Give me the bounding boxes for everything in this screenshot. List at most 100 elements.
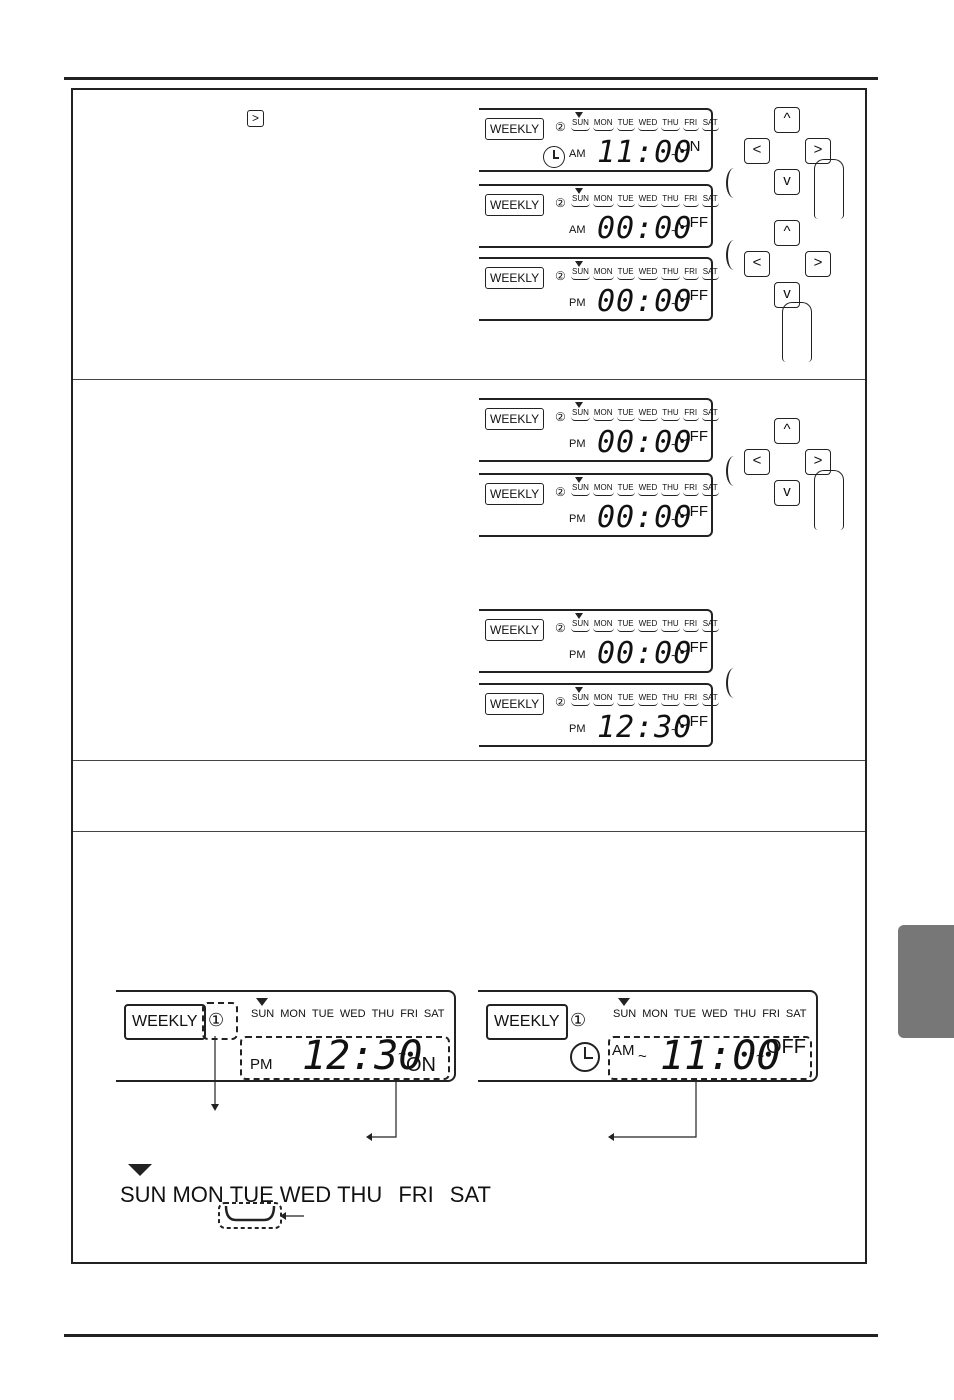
day-label: MON <box>592 693 614 706</box>
weekly-label: WEEKLY <box>485 267 545 289</box>
ampm-label: PM <box>250 1056 273 1073</box>
day-indicator-icon <box>575 477 583 483</box>
program-number: ② <box>555 621 566 635</box>
on-off-label: ON <box>678 138 701 155</box>
day-label: TUE <box>616 693 635 706</box>
clock-icon <box>570 1042 600 1072</box>
day-label: MON <box>592 483 614 496</box>
day-label: FRI <box>682 693 699 706</box>
ampm-label: PM <box>569 513 586 525</box>
time-display: 11:00 <box>597 135 693 170</box>
step-separator <box>73 379 865 380</box>
day-label: MON <box>642 1008 668 1020</box>
day-label: THU <box>733 1008 757 1020</box>
next-step-arrow-icon <box>726 168 742 198</box>
day-indicator-icon <box>256 998 268 1006</box>
program-number: ② <box>555 485 566 499</box>
ampm-label: AM <box>569 148 586 160</box>
program-number: ② <box>555 695 566 709</box>
weekly-label: WEEKLY <box>486 1004 568 1040</box>
day-label: TUE <box>311 1008 334 1020</box>
program-number: ② <box>555 120 566 134</box>
day-indicator-icon <box>575 402 583 408</box>
time-display: 00:00 <box>597 284 693 319</box>
day-indicator-icon <box>575 188 583 194</box>
day-label: FRI <box>398 1182 434 1207</box>
tilde: ~ <box>671 649 679 663</box>
day-label: FRI <box>682 118 699 131</box>
on-off-label: OFF <box>678 428 708 445</box>
day-label: TUE <box>616 483 635 496</box>
up-key-button[interactable]: ^ <box>774 418 800 444</box>
day-label: MON <box>592 619 614 632</box>
number-highlight <box>202 1002 238 1040</box>
day-label: SAT <box>785 1008 807 1020</box>
left-key-button[interactable]: < <box>744 449 770 475</box>
next-step-arrow-icon <box>726 456 742 486</box>
day-label: MON <box>280 1008 306 1020</box>
program-number: ① <box>208 1010 225 1030</box>
day-label: WED <box>637 267 659 280</box>
day-label: FRI <box>682 194 699 207</box>
program-number: ② <box>555 269 566 283</box>
ampm-label: PM <box>569 649 586 661</box>
up-key-button[interactable]: ^ <box>774 220 800 246</box>
day-label: WED <box>637 483 659 496</box>
down-key-button[interactable]: v <box>774 169 800 195</box>
on-off-label: OFF <box>766 1036 806 1058</box>
program-number: ① <box>570 1010 587 1030</box>
day-label: SUN <box>571 619 590 632</box>
weekly-label: WEEKLY <box>485 619 545 641</box>
day-label: WED <box>339 1008 366 1020</box>
day-label: TUE <box>616 408 635 421</box>
day-label: SUN <box>571 267 590 280</box>
day-label: TUE <box>616 267 635 280</box>
day-label: FRI <box>682 408 699 421</box>
day-label: SUN <box>571 483 590 496</box>
day-label: SAT <box>449 1182 491 1207</box>
day-indicator-icon <box>575 261 583 267</box>
day-label: SUN <box>120 1182 167 1207</box>
day-label: WED <box>637 619 659 632</box>
weekly-label: WEEKLY <box>485 194 545 216</box>
day-label: FRI <box>400 1008 418 1020</box>
day-label: MON <box>592 118 614 131</box>
time-highlight <box>608 1036 812 1080</box>
day-indicator-icon <box>618 998 630 1006</box>
day-label: SAT <box>423 1008 445 1020</box>
day-label: TUE <box>616 118 635 131</box>
day-label: MON <box>592 267 614 280</box>
ampm-label: PM <box>569 438 586 450</box>
on-off-label: OFF <box>678 287 708 304</box>
day-label: THU <box>661 118 680 131</box>
tilde: ~ <box>671 297 679 311</box>
up-key-button[interactable]: ^ <box>774 107 800 133</box>
pointing-hand-icon <box>814 159 844 219</box>
weekly-label: WEEKLY <box>485 693 545 715</box>
left-key-button[interactable]: < <box>744 138 770 164</box>
day-label: THU <box>661 408 680 421</box>
day-label: SUN <box>613 1008 637 1020</box>
time-display: 12:30 <box>302 1033 423 1079</box>
right-arrow-key-icon: > <box>247 110 264 127</box>
time-display: 00:00 <box>597 425 693 460</box>
tilde: ~ <box>671 148 679 162</box>
day-row: SUN MON TUE WED THU FRI SAT <box>250 1008 446 1022</box>
clock-icon <box>543 146 565 168</box>
day-label: SAT <box>701 693 719 706</box>
instruction-frame <box>71 88 867 1264</box>
time-display: 00:00 <box>597 211 693 246</box>
day-label: FRI <box>682 483 699 496</box>
right-key-button[interactable]: > <box>805 251 831 277</box>
down-key-button[interactable]: v <box>774 480 800 506</box>
on-off-label: OFF <box>678 639 708 656</box>
left-key-button[interactable]: < <box>744 251 770 277</box>
